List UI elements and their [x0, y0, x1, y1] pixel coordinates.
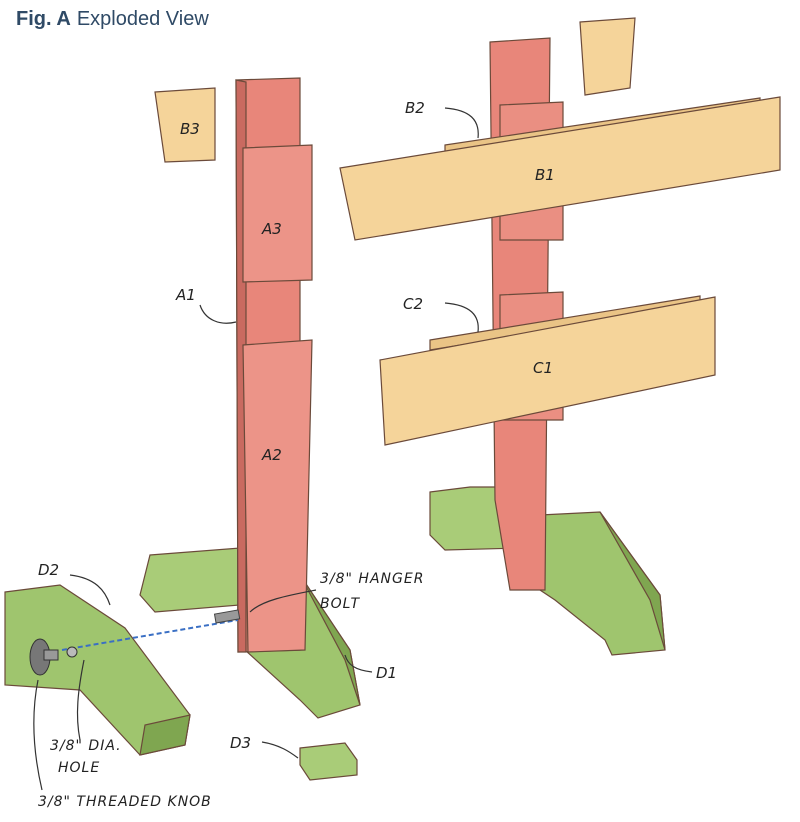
- part-c1: [379, 295, 716, 446]
- label-b3: B3: [180, 120, 200, 138]
- callout-threaded-knob: 3/8" THREADED KNOB: [38, 794, 212, 810]
- label-a3: A3: [261, 220, 282, 238]
- label-b2: B2: [405, 99, 425, 117]
- bolt-alignment-line: [61, 619, 239, 651]
- figure-number: Fig. A: [16, 8, 71, 30]
- right-base: [429, 486, 666, 656]
- label-d3: D3: [230, 734, 251, 752]
- label-a2: A2: [261, 446, 282, 464]
- part-b3: [154, 87, 216, 163]
- part-b3-right: [579, 17, 636, 96]
- part-d2: [4, 584, 191, 756]
- label-d2: D2: [38, 561, 59, 579]
- label-c1: C1: [533, 359, 553, 377]
- callout-hanger-bolt-line2: BOLT: [320, 596, 360, 612]
- label-b1: B1: [535, 166, 555, 184]
- callout-hanger-bolt-line1: 3/8" HANGER: [320, 571, 424, 587]
- callout-dia-hole-line1: 3/8" DIA.: [50, 738, 122, 754]
- hanger-bolt: [213, 609, 241, 624]
- part-b1: [339, 96, 781, 241]
- label-c2: C2: [403, 295, 423, 313]
- label-a1: A1: [175, 286, 196, 304]
- part-a3: [242, 144, 313, 283]
- label-d1: D1: [376, 664, 397, 682]
- part-a2: [242, 339, 313, 653]
- right-post: [489, 37, 564, 591]
- threaded-knob: [29, 638, 78, 676]
- part-d3: [299, 742, 358, 781]
- figure-caption: Exploded View: [76, 8, 209, 30]
- callout-dia-hole-line2: HOLE: [58, 760, 100, 776]
